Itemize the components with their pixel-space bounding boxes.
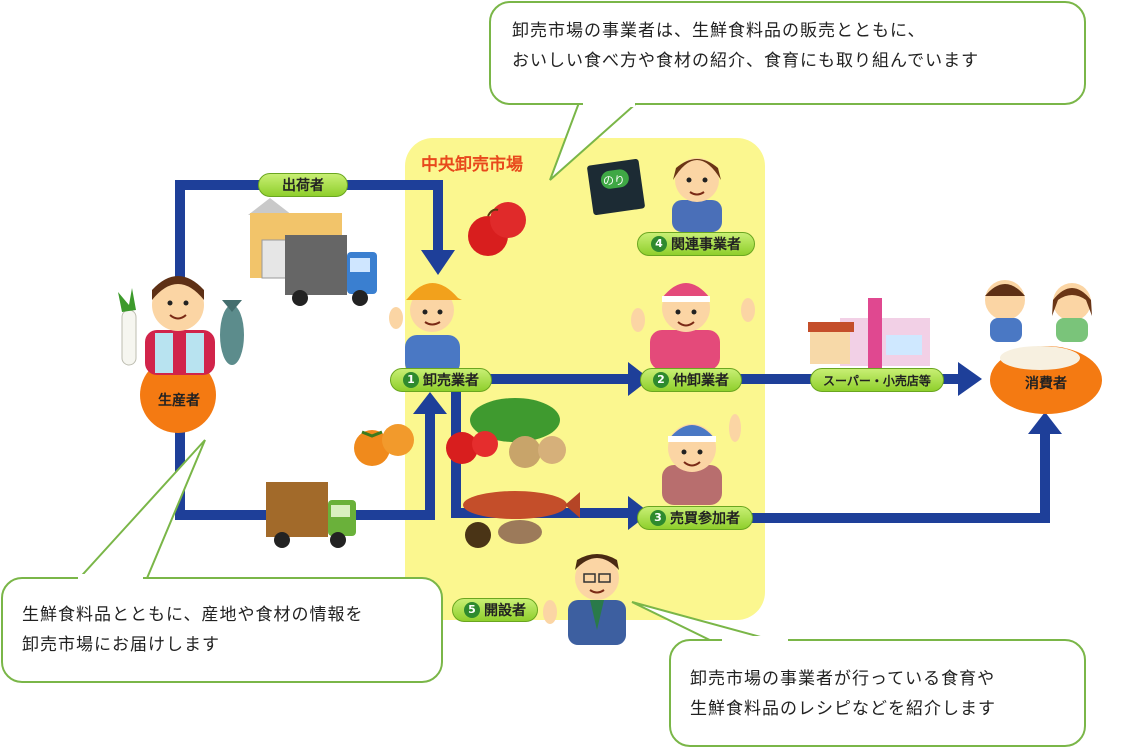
callout-bottom-right-text: 卸売市場の事業者が行っている食育や 生鮮食料品のレシピなどを紹介します	[690, 664, 996, 724]
buyer-number-badge: 3	[650, 510, 666, 526]
buyer-pill: 3 売買参加者	[637, 506, 753, 530]
retail-label: スーパー・小売店等	[823, 373, 931, 388]
wholesaler-person	[389, 283, 462, 375]
founder-number-badge: 5	[464, 602, 480, 618]
intermediate-number-badge: 2	[653, 372, 669, 388]
callout-bottom-left-line-2: 卸売市場にお届けします	[22, 635, 220, 655]
vegetables-icon	[446, 398, 566, 468]
callout-top-line-1: 卸売市場の事業者は、生鮮食料品の販売とともに、	[512, 21, 926, 41]
callout-top-line-2: おいしい食べ方や食材の紹介、食育にも取り組んでいます	[512, 51, 980, 71]
callout-top	[489, 1, 1086, 181]
callout-bottom-left-text: 生鮮食料品とともに、産地や食材の情報を 卸売市場にお届けします	[22, 600, 364, 660]
nori-icon: のり	[587, 159, 645, 215]
founder-person	[543, 554, 626, 645]
related-label: 関連事業者	[671, 237, 741, 253]
persimmon-icon	[354, 424, 414, 466]
wholesaler-label: 卸売業者	[423, 373, 479, 389]
wholesaler-pill: 1 卸売業者	[390, 368, 492, 392]
related-business-person	[672, 158, 722, 232]
producer-figure	[118, 276, 244, 433]
founder-pill: 5 開設者	[452, 598, 538, 622]
callout-bottom-right	[631, 601, 1086, 747]
market-title: 中央卸売市場	[421, 155, 523, 175]
wholesaler-number-badge: 1	[403, 372, 419, 388]
callout-bottom-left-line-1: 生鮮食料品とともに、産地や食材の情報を	[22, 605, 364, 625]
buyer-person	[662, 414, 741, 505]
callout-top-text: 卸売市場の事業者は、生鮮食料品の販売とともに、 おいしい食べ方や食材の紹介、食育…	[512, 16, 979, 76]
intermediate-pill: 2 仲卸業者	[640, 368, 742, 392]
related-pill: 4 関連事業者	[637, 232, 755, 256]
related-number-badge: 4	[651, 236, 667, 252]
shipper-label: 出荷者	[282, 178, 324, 194]
consumer-family	[985, 280, 1102, 414]
buyer-label: 売買参加者	[670, 511, 740, 527]
callout-bottom-left	[1, 439, 443, 683]
intermediate-person	[631, 283, 755, 370]
store-icon	[808, 298, 930, 368]
shipper-pill: 出荷者	[258, 173, 348, 197]
truck-icon-bottom	[266, 482, 356, 548]
intermediate-label: 仲卸業者	[673, 373, 729, 389]
founder-label: 開設者	[484, 603, 526, 619]
callout-bottom-right-line-1: 卸売市場の事業者が行っている食育や	[690, 669, 996, 689]
apple-icon	[468, 202, 526, 256]
callout-bottom-right-line-2: 生鮮食料品のレシピなどを紹介します	[690, 699, 996, 719]
truck-icon-top	[285, 235, 377, 306]
retail-pill: スーパー・小売店等	[810, 368, 944, 392]
producer-label-overlay: 生産者	[158, 393, 200, 409]
consumer-label: 消費者	[1025, 375, 1067, 392]
svg-text:のり: のり	[603, 174, 625, 187]
seafood-icon	[463, 491, 580, 548]
